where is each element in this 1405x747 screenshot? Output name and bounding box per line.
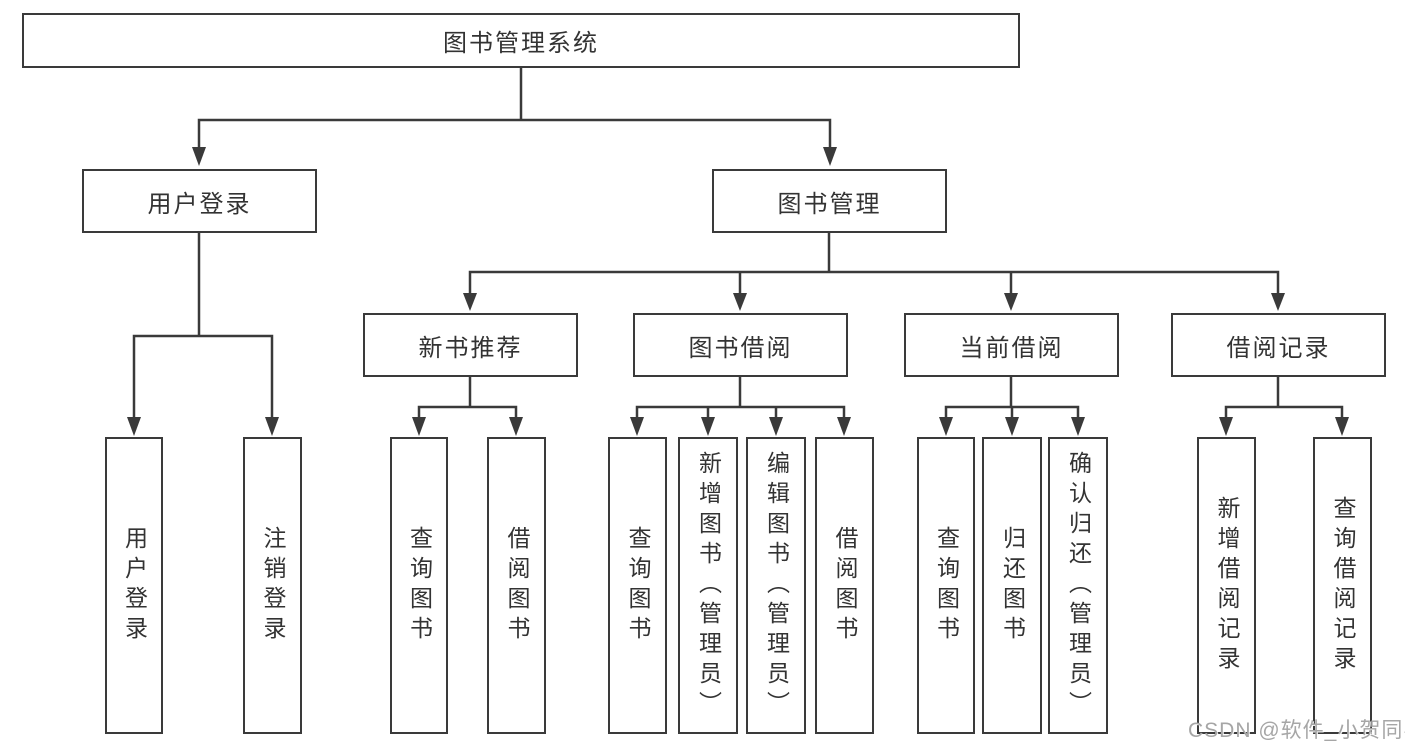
arrowheads xyxy=(127,147,1349,436)
leaf-label: 查询借阅记录 xyxy=(1330,495,1356,676)
node-book-borrowing: 图书借阅 xyxy=(633,313,848,377)
connector-book-management-split xyxy=(468,233,1280,297)
leaf-add-book-admin: 新增图书（管理员） xyxy=(678,437,738,734)
leaf-user-login: 用户登录 xyxy=(105,437,163,734)
arrowhead xyxy=(630,417,644,436)
arrowhead xyxy=(412,417,426,436)
arrowhead xyxy=(701,417,715,436)
leaf-query-books-current: 查询图书 xyxy=(917,437,975,734)
connector-borrow-records-split xyxy=(1224,377,1344,420)
leaf-return-books: 归还图书 xyxy=(982,437,1042,734)
node-label: 图书管理 xyxy=(777,190,882,218)
leaf-label: 新增图书（管理员） xyxy=(695,450,722,721)
leaf-label: 确认归还（管理员） xyxy=(1065,450,1092,721)
leaf-label: 借阅图书 xyxy=(504,525,530,646)
leaf-borrow-books-borrowing: 借阅图书 xyxy=(815,437,874,734)
leaf-add-borrow-record: 新增借阅记录 xyxy=(1197,437,1256,734)
arrowhead xyxy=(192,147,206,166)
arrowhead xyxy=(837,417,851,436)
leaf-query-borrow-record: 查询借阅记录 xyxy=(1313,437,1372,734)
arrowhead xyxy=(265,417,279,436)
arrowhead xyxy=(127,417,141,436)
node-label: 用户登录 xyxy=(147,190,252,218)
connector-new-book-split xyxy=(417,377,518,420)
arrowhead xyxy=(769,417,783,436)
arrowhead xyxy=(1219,417,1233,436)
node-library-management-system: 图书管理系统 xyxy=(22,13,1020,68)
connector-current-borrow-split xyxy=(944,377,1080,420)
node-label: 图书借阅 xyxy=(688,334,793,362)
arrowhead xyxy=(733,293,747,311)
leaf-label: 新增借阅记录 xyxy=(1214,495,1240,676)
leaf-label: 查询图书 xyxy=(933,525,960,646)
leaf-confirm-return-admin: 确认归还（管理员） xyxy=(1048,437,1108,734)
leaf-label: 编辑图书（管理员） xyxy=(763,450,790,721)
leaf-label: 查询图书 xyxy=(625,525,651,646)
node-label: 借阅记录 xyxy=(1226,334,1331,362)
leaf-query-books-borrowing: 查询图书 xyxy=(608,437,667,734)
connector-root-split xyxy=(197,68,832,150)
node-label: 当前借阅 xyxy=(959,334,1064,362)
leaf-borrow-books-recommend: 借阅图书 xyxy=(487,437,546,734)
arrowhead xyxy=(823,147,837,166)
arrowhead xyxy=(1005,417,1019,436)
node-label: 图书管理系统 xyxy=(443,30,599,57)
leaf-query-books-recommend: 查询图书 xyxy=(390,437,448,734)
connector-book-borrow-split xyxy=(635,377,846,420)
leaf-edit-book-admin: 编辑图书（管理员） xyxy=(746,437,806,734)
arrowhead xyxy=(463,293,477,311)
arrowhead xyxy=(509,417,523,436)
connector-user-login-split xyxy=(132,233,274,420)
leaf-logout: 注销登录 xyxy=(243,437,302,734)
node-book-management: 图书管理 xyxy=(712,169,947,233)
leaf-label: 注销登录 xyxy=(260,525,286,646)
node-new-book-recommendation: 新书推荐 xyxy=(363,313,578,377)
arrowhead xyxy=(1335,417,1349,436)
leaf-label: 借阅图书 xyxy=(832,525,858,646)
node-user-login: 用户登录 xyxy=(82,169,317,233)
leaf-label: 用户登录 xyxy=(121,525,148,646)
node-current-borrowing: 当前借阅 xyxy=(904,313,1119,377)
leaf-label: 归还图书 xyxy=(999,525,1026,646)
watermark: CSDN @软件_小贺同学 xyxy=(1188,719,1405,742)
arrowhead xyxy=(1004,293,1018,311)
arrowhead xyxy=(939,417,953,436)
leaf-label: 查询图书 xyxy=(406,525,433,646)
node-borrowing-records: 借阅记录 xyxy=(1171,313,1386,377)
node-label: 新书推荐 xyxy=(418,334,523,362)
arrowhead xyxy=(1071,417,1085,436)
arrowhead xyxy=(1271,293,1285,311)
